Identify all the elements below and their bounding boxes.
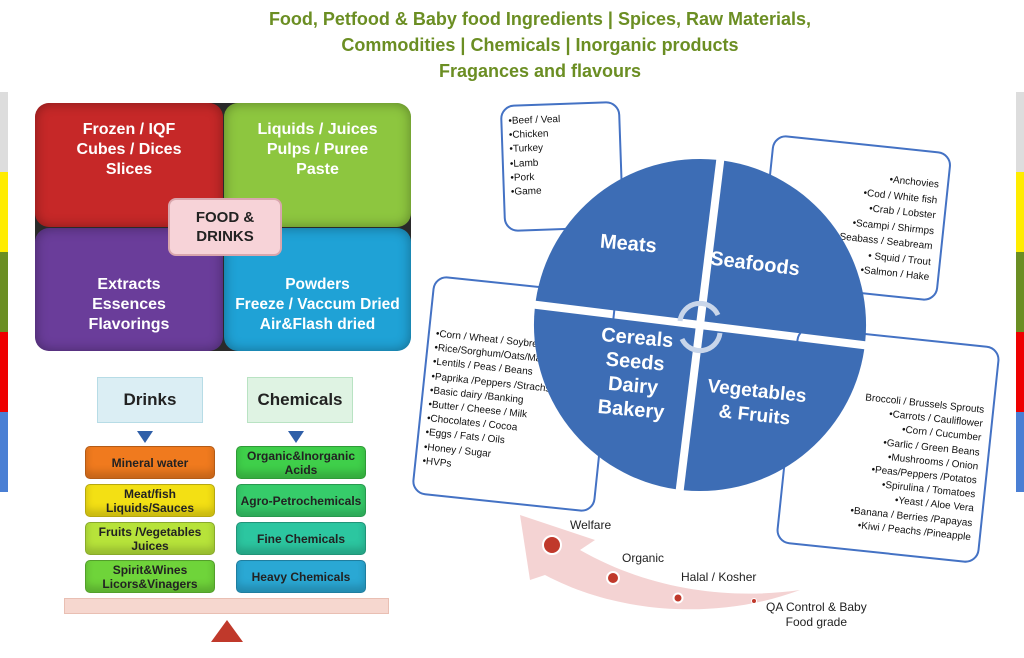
balance-beam: [64, 598, 389, 614]
cycle-arrows-icon: [677, 300, 723, 354]
meats-segment: [535, 159, 717, 321]
text: Freeze / Vaccum Dried: [235, 295, 400, 313]
drinks-item: Fruits /Vegetables Juices: [85, 522, 215, 555]
text: Slices: [105, 161, 153, 178]
cereals-segment: [534, 308, 696, 490]
chemicals-header: Chemicals: [247, 377, 353, 423]
text: Liquids / Juices: [257, 121, 378, 138]
text: Flavorings: [88, 315, 170, 333]
text: DRINKS: [196, 228, 254, 245]
arrow-down-icon: [288, 431, 304, 443]
text: Air&Flash dried: [259, 315, 376, 333]
text: Essences: [92, 295, 166, 313]
edge-bar-right: [1016, 92, 1024, 492]
step-dot: [606, 571, 620, 585]
vegetables-segment: [683, 329, 865, 491]
text: QA Control & Baby: [766, 600, 867, 614]
title-line: Fragances and flavours: [438, 61, 642, 81]
chemicals-item: Organic&Inorganic Acids: [236, 446, 366, 479]
title-line: Commodities | Chemicals | Inorganic prod…: [341, 35, 739, 55]
meats-label: Meats: [599, 230, 658, 258]
step-dot: [751, 598, 757, 604]
drinks-header: Drinks: [97, 377, 203, 423]
arrow-down-icon: [137, 431, 153, 443]
page-title: Food, Petfood & Baby food Ingredients | …: [0, 6, 1024, 84]
text: Paste: [296, 161, 339, 178]
chemicals-item: Agro-Petrochemicals: [236, 484, 366, 517]
drinks-item: Mineral water: [85, 446, 215, 479]
food-categories-circle: [534, 159, 866, 491]
step-dot: [542, 535, 562, 555]
edge-bar-left: [0, 92, 8, 492]
step-welfare: Welfare: [570, 518, 612, 532]
food-drinks-center: FOOD & DRINKS: [168, 198, 282, 256]
quality-arrow: [520, 515, 800, 610]
chemicals-item: Heavy Chemicals: [236, 560, 366, 593]
drinks-item: Spirit&Wines Licors&Vinagers: [85, 560, 215, 593]
step-halal: Halal / Kosher: [681, 570, 757, 584]
text: FOOD &: [195, 209, 255, 226]
chemicals-item: Fine Chemicals: [236, 522, 366, 555]
text: Powders: [285, 275, 350, 293]
text: Frozen / IQF: [82, 121, 176, 138]
drinks-item: Meat/fish Liquids/Sauces: [85, 484, 215, 517]
step-dot: [672, 592, 684, 604]
title-line: Food, Petfood & Baby food Ingredients | …: [268, 9, 812, 29]
step-organic: Organic: [622, 551, 665, 565]
text: Pulps / Puree: [266, 141, 369, 158]
text: Extracts: [97, 275, 161, 293]
seafoods-segment: [704, 160, 866, 342]
text: Food grade: [785, 615, 848, 629]
text: Cubes / Dices: [76, 141, 182, 158]
balance-fulcrum-icon: [211, 620, 243, 642]
vegetables-label: Vegetables& Fruits: [704, 375, 808, 433]
